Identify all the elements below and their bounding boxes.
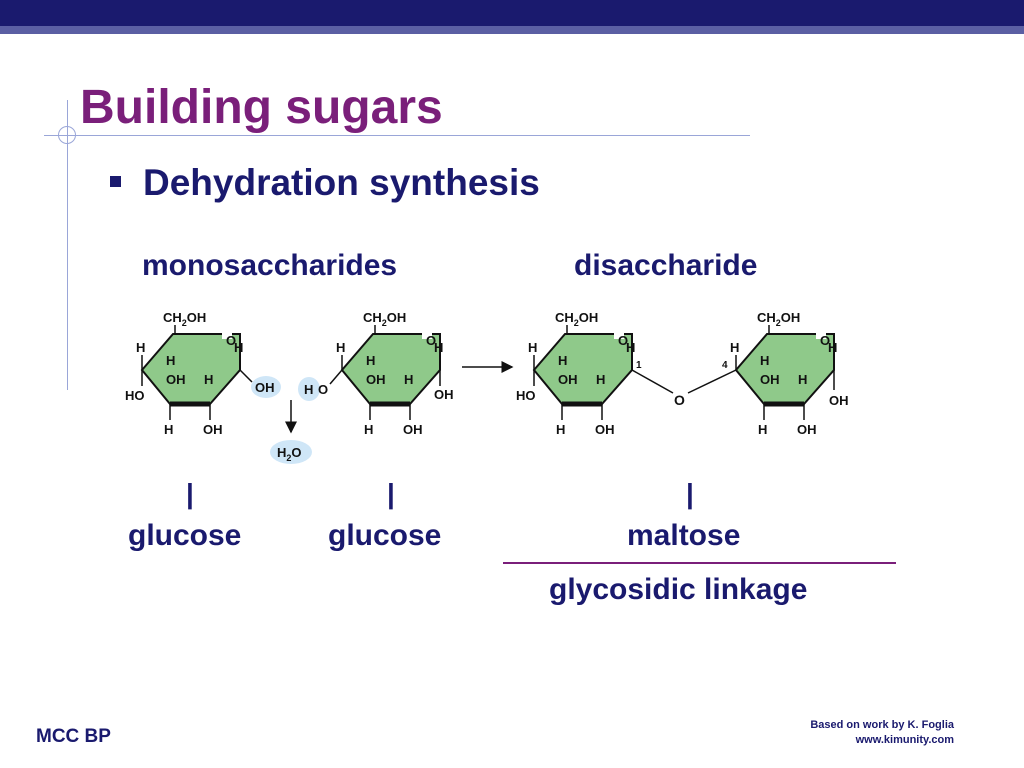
ring-oxygen-label: O <box>618 333 628 348</box>
label-monosaccharides: monosaccharides <box>142 249 398 282</box>
h-label: H <box>234 340 243 355</box>
footer-course-label: MCC BP <box>36 726 111 747</box>
h-label: H <box>364 422 373 437</box>
oh-label: OH <box>203 422 223 437</box>
slide-title: Building sugars <box>80 81 443 134</box>
h-label: H <box>336 340 345 355</box>
label-glucose-2: glucose <box>328 519 442 552</box>
h-bubble <box>298 377 320 401</box>
oh-label: OH <box>166 372 186 387</box>
carbon-4-label: 4 <box>722 360 728 371</box>
label-maltose: maltose <box>627 519 741 552</box>
h-label: H <box>760 353 769 368</box>
h-label: H <box>558 353 567 368</box>
ho-label: HO <box>125 388 145 403</box>
decor-vertical-line <box>67 100 68 390</box>
glucose-ring-2: O CH2OH H H OH H H OH H OH <box>329 310 454 437</box>
oh-label: OH <box>595 422 615 437</box>
h-label: H <box>434 340 443 355</box>
water-label: H2O <box>277 445 302 463</box>
oh-label: OH <box>558 372 578 387</box>
leaving-h-label: H <box>304 382 313 397</box>
carbon-1-label: 1 <box>636 360 642 371</box>
ch2oh-label: CH2OH <box>555 310 598 328</box>
maltose-ring-right: O CH2OH H 4 H OH H H OH H OH <box>722 310 849 437</box>
glycosidic-bond-left <box>631 369 674 394</box>
label-disaccharide: disaccharide <box>574 249 758 282</box>
tick-glucose-1: | <box>186 478 194 509</box>
oh-label: OH <box>829 393 849 408</box>
h-label: H <box>596 372 605 387</box>
h-label: H <box>828 340 837 355</box>
top-banner <box>0 0 1024 26</box>
leaving-oh-label: OH <box>255 380 275 395</box>
oh-label: OH <box>366 372 386 387</box>
ch2oh-label: CH2OH <box>757 310 800 328</box>
bullet-square-icon <box>110 176 121 187</box>
oh-bubble <box>251 376 281 398</box>
footer-credit-line1: Based on work by K. Foglia <box>810 719 954 731</box>
h-label: H <box>166 353 175 368</box>
glycosidic-bond-right <box>687 369 737 394</box>
h-label: H <box>626 340 635 355</box>
h-label: H <box>798 372 807 387</box>
tick-glucose-2: | <box>387 478 395 509</box>
footer-credit: Based on work by K. Foglia www.kimunity.… <box>810 718 954 749</box>
h-label: H <box>366 353 375 368</box>
h-label: H <box>730 340 739 355</box>
ring-oxygen-label: O <box>226 333 236 348</box>
ch2oh-label: CH2OH <box>163 310 206 328</box>
ho-label: HO <box>516 388 536 403</box>
label-glucose-1: glucose <box>128 519 242 552</box>
oh-label: OH <box>434 387 454 402</box>
decor-horizontal-line <box>44 135 750 136</box>
oh-label: OH <box>760 372 780 387</box>
tick-maltose: | <box>686 478 694 509</box>
maltose-ring-left: O CH2OH H HO H OH H H 1 H OH <box>516 310 642 437</box>
h-label: H <box>758 422 767 437</box>
h-label: H <box>204 372 213 387</box>
h-label: H <box>164 422 173 437</box>
glucose-ring-1: O CH2OH H HO H OH H H H OH <box>125 310 243 437</box>
label-glycosidic-linkage: glycosidic linkage <box>549 573 808 606</box>
top-banner-stripe <box>0 26 1024 34</box>
oh-label: OH <box>403 422 423 437</box>
ch2oh-label: CH2OH <box>363 310 406 328</box>
oh-label: OH <box>797 422 817 437</box>
h-label: H <box>556 422 565 437</box>
water-bubble <box>270 440 312 464</box>
ring-oxygen-label: O <box>820 333 830 348</box>
decor-crosshair-circle <box>58 126 76 144</box>
h-label: H <box>528 340 537 355</box>
ring-oxygen-label: O <box>426 333 436 348</box>
footer-credit-line2: www.kimunity.com <box>855 734 954 747</box>
h-label: H <box>404 372 413 387</box>
bridge-oxygen-label: O <box>674 392 685 408</box>
o-label: O <box>318 382 328 397</box>
bullet-text: Dehydration synthesis <box>143 162 540 203</box>
h-label: H <box>136 340 145 355</box>
